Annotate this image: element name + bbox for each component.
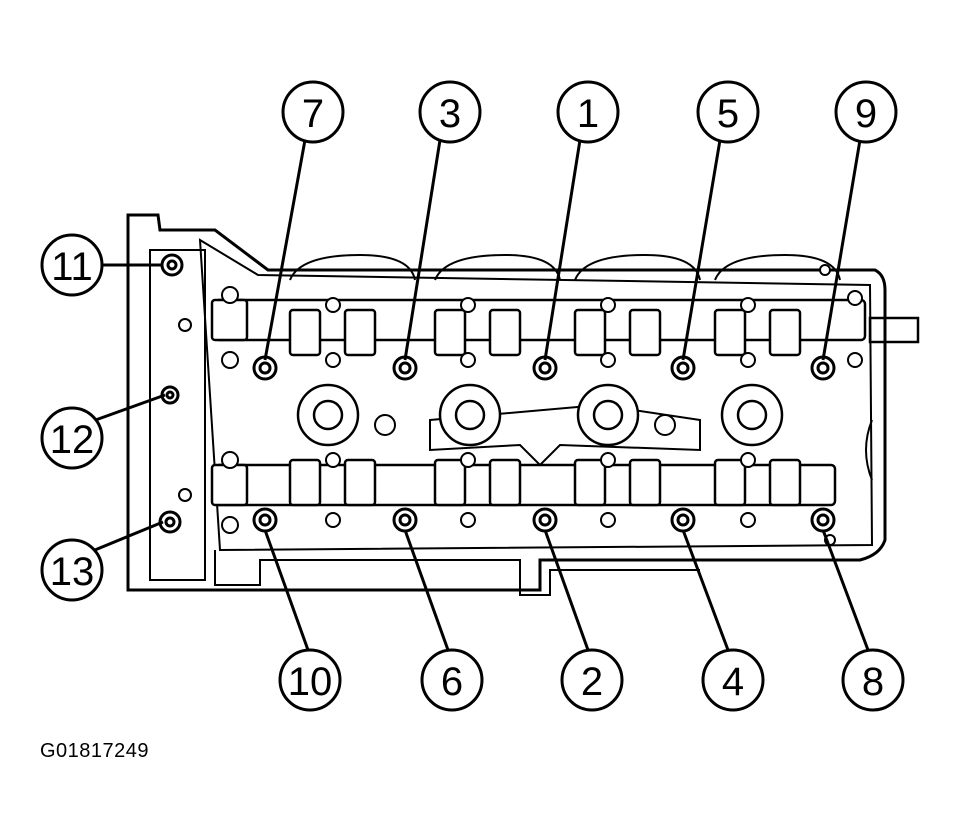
- svg-text:6: 6: [441, 660, 463, 704]
- svg-text:10: 10: [288, 660, 333, 704]
- callout-7: 7: [281, 80, 345, 144]
- upper-camshaft: [210, 298, 867, 357]
- svg-text:8: 8: [862, 660, 884, 704]
- spark-plug-wells: [296, 383, 784, 467]
- svg-text:12: 12: [50, 418, 95, 462]
- callout-10: 10: [278, 648, 342, 712]
- svg-text:9: 9: [855, 92, 877, 136]
- svg-text:5: 5: [717, 92, 739, 136]
- figure-id-label: G01817249: [40, 740, 150, 762]
- callout-11: 11: [40, 233, 104, 297]
- callout-9: 9: [834, 80, 898, 144]
- callout-13: 13: [40, 538, 104, 602]
- leader-lines: [89, 139, 870, 651]
- svg-text:1: 1: [577, 92, 599, 136]
- callout-12: 12: [40, 406, 104, 470]
- svg-text:11: 11: [51, 245, 93, 289]
- callouts: 7 3 1 5 9 11 12 13: [40, 80, 905, 712]
- callout-4: 4: [701, 648, 765, 712]
- callout-2: 2: [560, 648, 624, 712]
- cap-bolts: [178, 264, 863, 546]
- svg-text:3: 3: [439, 92, 461, 136]
- cylinder-head-body: [126, 213, 920, 596]
- lower-camshaft: [210, 458, 837, 507]
- callout-6: 6: [420, 648, 484, 712]
- callout-1: 1: [556, 80, 620, 144]
- svg-text:4: 4: [722, 660, 744, 704]
- callout-8: 8: [841, 648, 905, 712]
- svg-text:2: 2: [581, 660, 603, 704]
- svg-text:7: 7: [302, 92, 324, 136]
- svg-text:13: 13: [50, 550, 95, 594]
- callout-3: 3: [418, 80, 482, 144]
- callout-5: 5: [696, 80, 760, 144]
- head-bolts: [158, 253, 836, 534]
